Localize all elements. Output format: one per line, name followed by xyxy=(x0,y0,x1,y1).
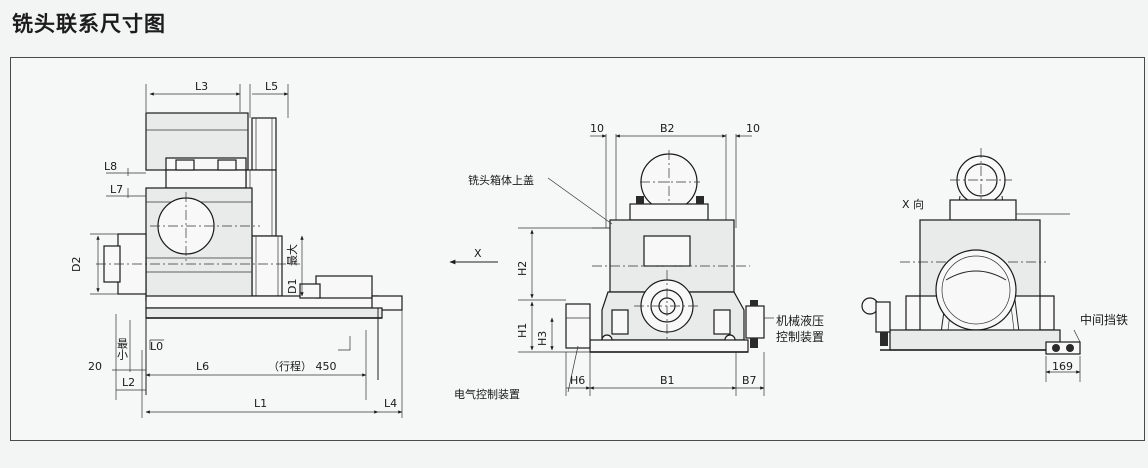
base xyxy=(145,307,383,319)
page-title: 铣头联系尺寸图 xyxy=(12,12,166,36)
label-middle-stop: 中间挡铁 xyxy=(1080,312,1128,327)
electric-box xyxy=(565,303,591,349)
label-upper-cover: 铣头箱体上盖 xyxy=(468,173,534,187)
hydraulic-block xyxy=(315,275,373,299)
label-10-right: 10 xyxy=(746,122,760,135)
label-stroke: （行程） 450 xyxy=(268,360,337,373)
upper-pulley xyxy=(251,117,277,171)
label-max: 最大 xyxy=(285,244,299,266)
label-10-left: 10 xyxy=(590,122,604,135)
label-L3: L3 xyxy=(195,80,208,93)
label-x-direction: X 向 xyxy=(902,197,924,211)
big-gear xyxy=(935,249,1017,331)
label-hydraulic-2: 控制装置 xyxy=(776,330,824,344)
label-H3: H3 xyxy=(536,331,549,346)
label-20: 20 xyxy=(88,360,102,373)
label-D2: D2 xyxy=(70,257,83,272)
label-min: 最小 xyxy=(116,338,129,361)
x-view xyxy=(861,148,1081,382)
label-L2: L2 xyxy=(122,376,135,389)
hydraulic-device xyxy=(745,305,765,339)
label-169: 169 xyxy=(1052,360,1073,373)
lower-pulley xyxy=(251,235,283,297)
label-L5: L5 xyxy=(265,80,278,93)
label-H2: H2 xyxy=(516,261,529,276)
label-L8: L8 xyxy=(104,160,117,173)
label-H6: H6 xyxy=(570,374,585,387)
base-x-view xyxy=(889,329,1061,351)
label-X: X xyxy=(474,247,482,260)
label-B1: B1 xyxy=(660,374,675,387)
front-base xyxy=(589,339,749,353)
label-B2: B2 xyxy=(660,122,675,135)
front-view xyxy=(518,134,774,396)
middle-stop xyxy=(1045,341,1081,355)
label-L1: L1 xyxy=(254,397,267,410)
label-H1: H1 xyxy=(516,323,529,338)
label-L4: L4 xyxy=(384,397,397,410)
label-L0: L0 xyxy=(150,340,163,353)
label-D1: D1 xyxy=(286,279,299,294)
label-electric: 电气控制装置 xyxy=(454,387,520,401)
side-view xyxy=(90,84,403,418)
label-L7: L7 xyxy=(110,183,123,196)
label-B7: B7 xyxy=(742,374,757,387)
label-L6: L6 xyxy=(196,360,209,373)
label-hydraulic-1: 机械液压 xyxy=(776,313,824,328)
